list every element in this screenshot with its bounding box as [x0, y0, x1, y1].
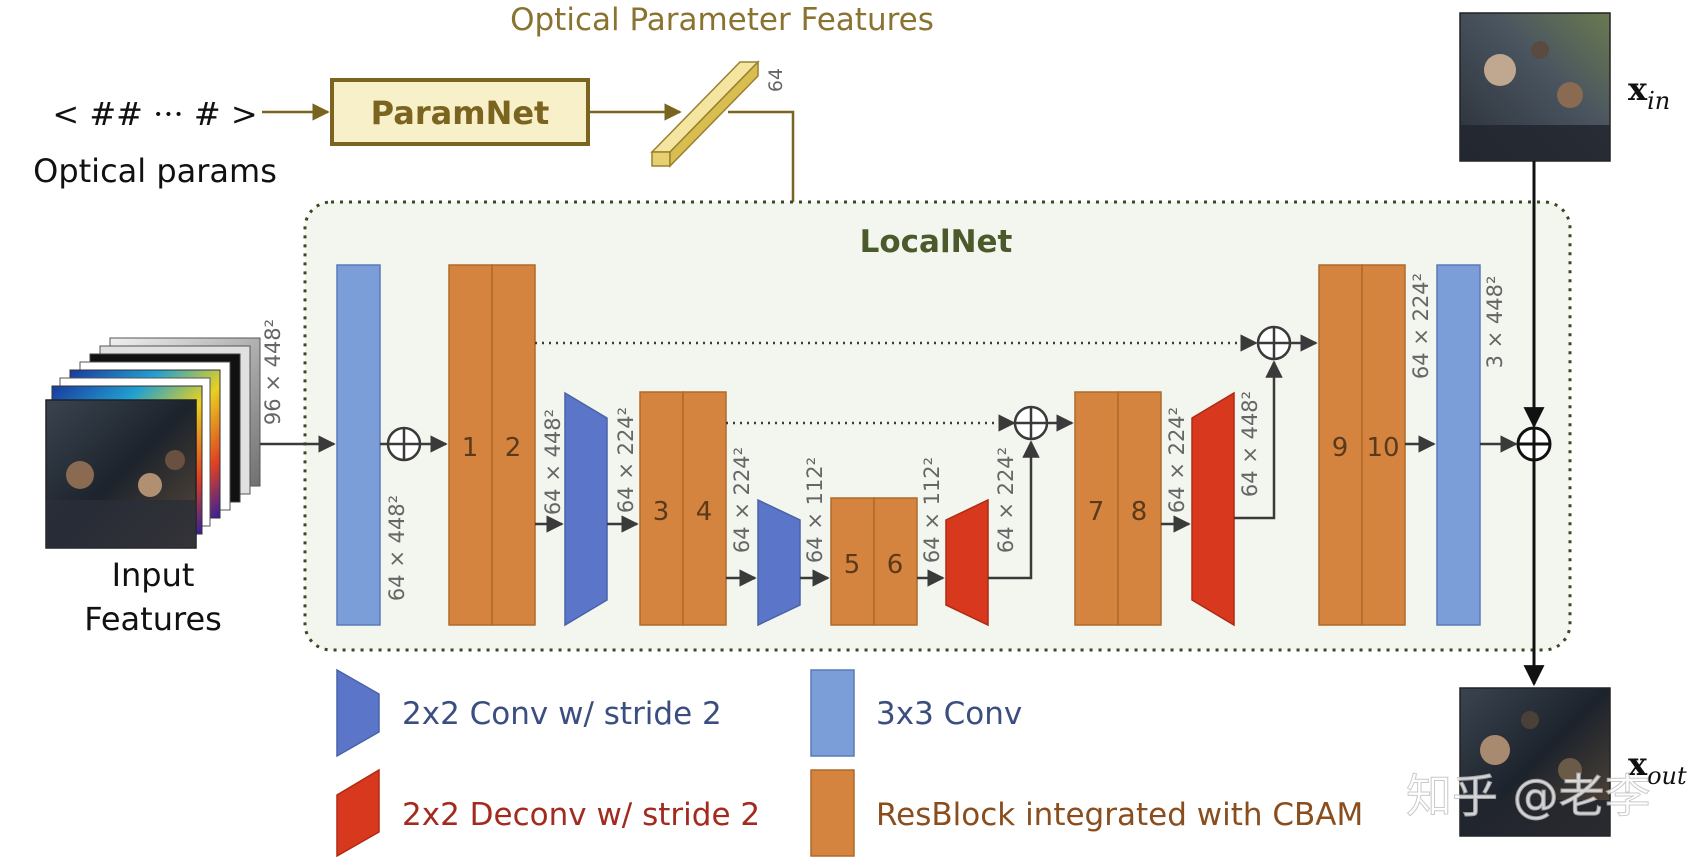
resblock-9-10	[1318, 264, 1406, 626]
x-in-label: xin	[1628, 70, 1670, 115]
dim-after-conv-out: 3 × 448²	[1483, 276, 1507, 369]
down-conv-2	[757, 498, 801, 627]
localnet-label: LocalNet	[860, 224, 1013, 260]
arrow-up1-to-plus2	[988, 440, 1040, 580]
resblock-3-4	[639, 391, 727, 626]
param-feature-vector	[650, 60, 760, 168]
plus-node-3	[1256, 325, 1292, 361]
up-conv-1	[945, 498, 989, 627]
watermark: 知乎 @老李	[1406, 769, 1651, 823]
paramnet-label: ParamNet	[371, 94, 550, 132]
title: Optical Parameter Features	[510, 2, 934, 38]
conv-in-dim: 64 × 448²	[385, 495, 409, 601]
resblock-label-6: 6	[887, 550, 904, 580]
resblock-5-6	[830, 497, 918, 626]
plus-node-4	[1516, 426, 1552, 462]
resblock-label-2: 2	[505, 433, 522, 463]
conv-in-block	[336, 264, 381, 626]
input-feature-stack	[45, 337, 261, 549]
dim-after-56: 64 × 112²	[920, 457, 944, 563]
x-out-image	[1459, 687, 1611, 837]
resblock-7-8	[1074, 391, 1162, 626]
resblock-label-10: 10	[1366, 433, 1399, 463]
down-conv-1	[564, 391, 608, 627]
legend-conv-stride-label: 2x2 Conv w/ stride 2	[402, 696, 722, 732]
dim-after-down2: 64 × 112²	[803, 457, 827, 563]
dim-after-12: 64 × 448²	[541, 409, 565, 515]
resblock-label-8: 8	[1131, 497, 1148, 527]
legend-conv-stride-icon	[336, 668, 380, 758]
plus-node-1	[386, 426, 422, 462]
x-out-label: xout	[1628, 745, 1687, 790]
up-conv-2	[1191, 391, 1235, 627]
legend-deconv-stride-label: 2x2 Deconv w/ stride 2	[402, 797, 760, 833]
input-label-line2: Features	[84, 600, 222, 638]
legend-conv3-label: 3x3 Conv	[876, 696, 1022, 732]
resblock-1-2	[448, 264, 536, 626]
legend-resblock-icon	[810, 769, 855, 857]
optical-params-label: Optical params	[33, 152, 277, 190]
resblock-label-4: 4	[696, 497, 713, 527]
dim-after-up1: 64 × 224²	[994, 447, 1018, 553]
conv-out-block	[1436, 264, 1481, 626]
resblock-label-5: 5	[844, 550, 861, 580]
resblock-label-7: 7	[1088, 497, 1105, 527]
resblock-label-9: 9	[1332, 433, 1349, 463]
param-vector-dim: 64	[765, 68, 787, 92]
plus-node-2	[1013, 405, 1049, 441]
resblock-label-3: 3	[653, 497, 670, 527]
localnet-region	[303, 200, 1572, 652]
optical-params-symbol: < ## ··· # >	[52, 95, 257, 133]
legend-resblock-label: ResBlock integrated with CBAM	[876, 797, 1363, 833]
arrow-up2-to-plus3	[1234, 360, 1283, 520]
dim-after-34: 64 × 224²	[730, 447, 754, 553]
resblock-label-1: 1	[462, 433, 479, 463]
input-label-line1: Input	[112, 556, 195, 594]
legend-deconv-stride-icon	[336, 768, 380, 858]
dim-after-910: 64 × 224²	[1409, 273, 1433, 379]
legend-conv3-icon	[810, 669, 855, 757]
dim-after-up2: 64 × 448²	[1238, 391, 1262, 497]
dim-after-78: 64 × 224²	[1165, 407, 1189, 513]
input-dim: 96 × 448²	[261, 319, 285, 425]
dim-after-down1: 64 × 224²	[614, 407, 638, 513]
x-in-image	[1459, 12, 1611, 162]
